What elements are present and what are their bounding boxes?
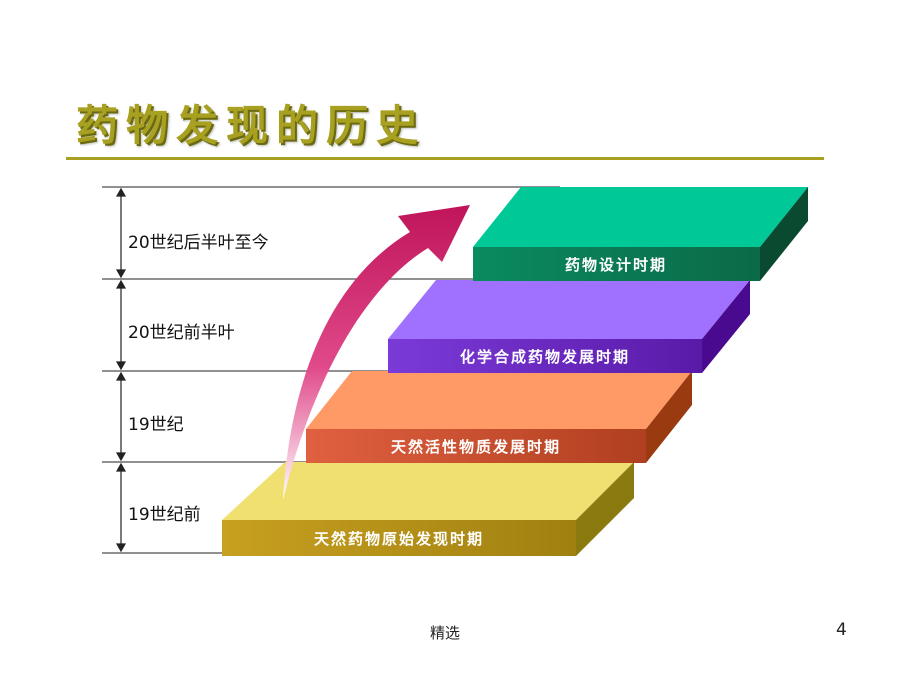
step-front: [473, 247, 760, 281]
step-top: [222, 462, 634, 520]
slide-title: 药物发现的历史: [76, 101, 427, 150]
step-top: [473, 187, 808, 247]
period-label: 19世纪前: [128, 505, 201, 525]
dimension-arrows: [115, 187, 127, 553]
page-number: 4: [836, 620, 847, 640]
step-side: [702, 280, 750, 373]
footer-text: 精选: [430, 624, 461, 642]
period-label: 20世纪前半叶: [128, 323, 235, 343]
step-top: [388, 280, 750, 339]
step-top: [306, 371, 692, 429]
step-label: 天然活性物质发展时期: [391, 438, 561, 456]
step-label: 化学合成药物发展时期: [460, 348, 630, 366]
step-front: [388, 339, 702, 373]
step-natural-active-substances: 天然活性物质发展时期: [306, 371, 692, 463]
step-side: [760, 187, 808, 281]
period-label: 20世纪后半叶至今: [128, 233, 269, 253]
step-side: [646, 371, 692, 463]
step-label: 天然药物原始发现时期: [314, 530, 484, 548]
period-label: 19世纪: [128, 415, 184, 435]
step-label: 药物设计时期: [565, 256, 667, 274]
step-drug-design: 药物设计时期: [473, 187, 808, 281]
title-underline: [66, 157, 824, 160]
step-primitive-discovery: 天然药物原始发现时期: [222, 462, 634, 556]
step-front: [222, 520, 576, 556]
step-chemical-synthesis: 化学合成药物发展时期: [388, 280, 750, 373]
step-front: [306, 429, 646, 463]
progress-arrow-icon: [283, 205, 470, 500]
step-side: [576, 462, 634, 556]
